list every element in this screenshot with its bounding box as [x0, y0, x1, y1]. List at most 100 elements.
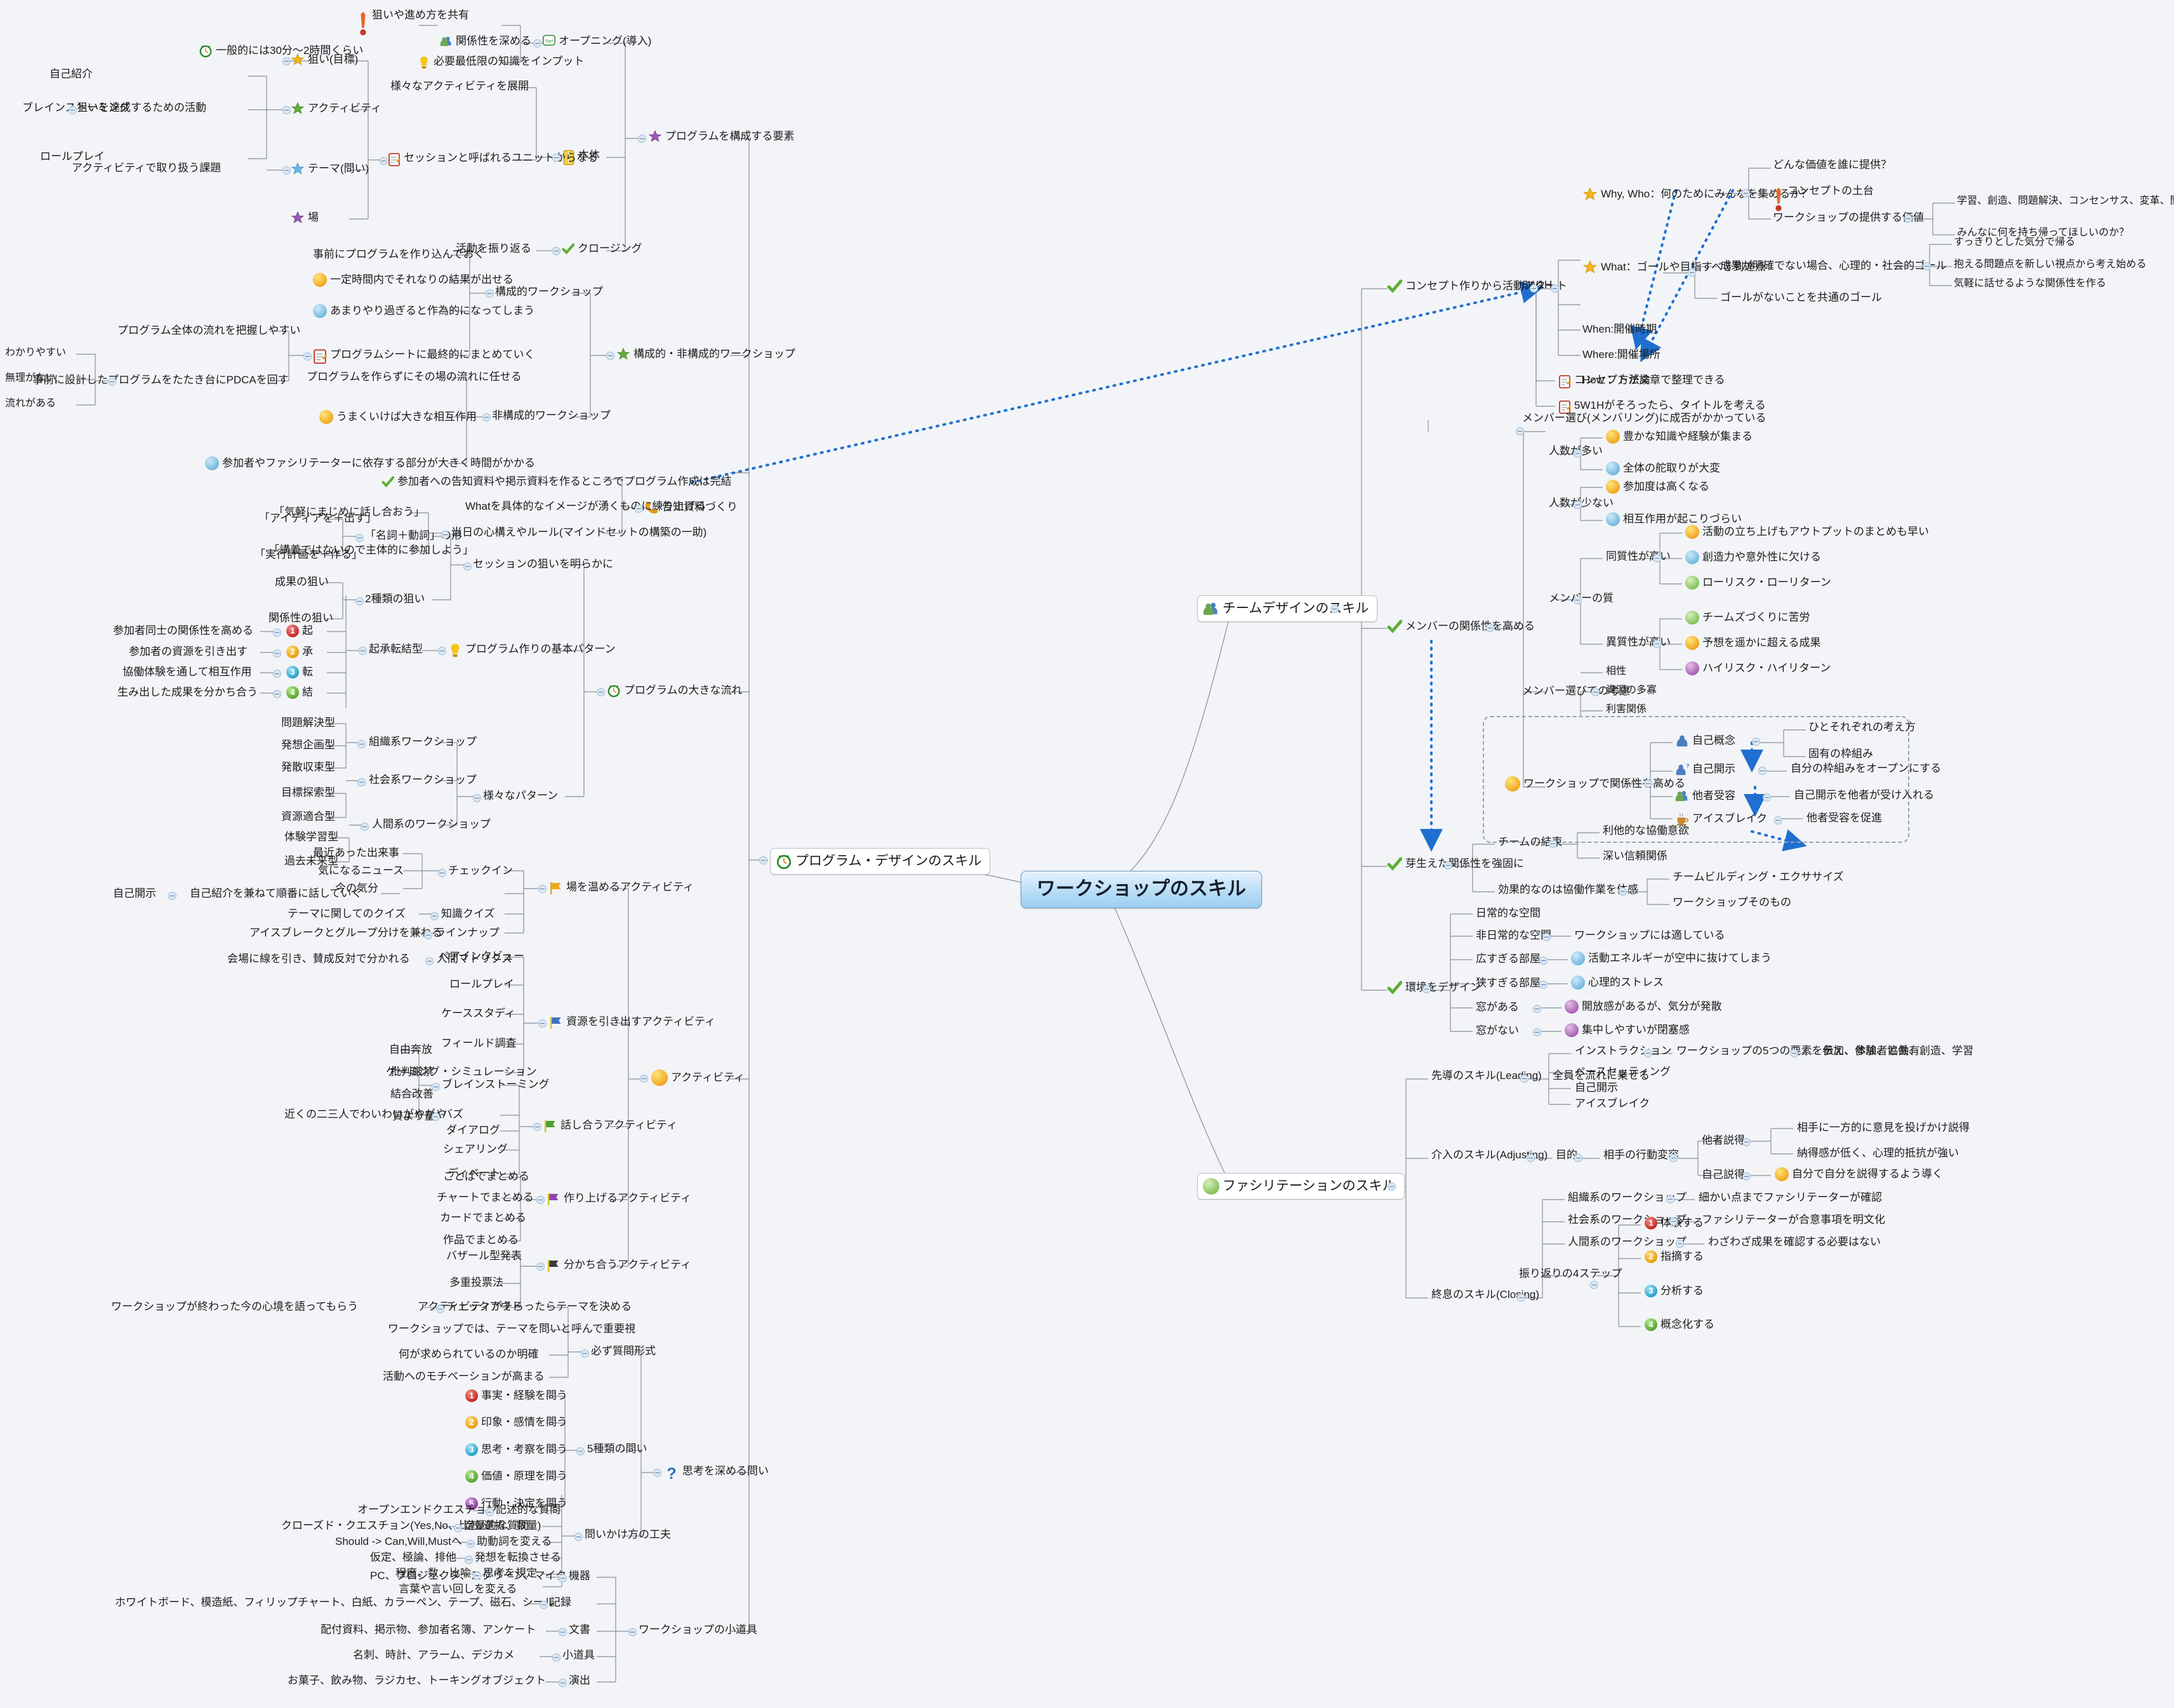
node-recent-event[interactable]: 最近あった出来事	[311, 846, 401, 860]
node-announcement-complete[interactable]: 参加者への告知資料や掲示資料を作るところでプログラム作成は完結	[380, 475, 734, 489]
node-basic-pattern[interactable]: プログラム作りの基本パターン	[446, 642, 618, 658]
node-concept-written[interactable]: コンセプトが文章で整理できる	[1556, 373, 1727, 388]
toggle-flow[interactable]	[597, 688, 605, 696]
node-assumption-extreme[interactable]: 仮定、極論、排他	[368, 1551, 458, 1565]
node-result-in-time[interactable]: 一定時間内でそれなりの結果が出せる	[311, 272, 515, 288]
node-question-techniques[interactable]: 問いかけ方の工夫	[583, 1528, 673, 1542]
node-various-activities[interactable]: 様々なアクティビティを展開	[388, 79, 531, 93]
node-kishotenketsu[interactable]: 起承転結型	[367, 642, 425, 656]
toggle-sho[interactable]	[273, 649, 281, 658]
node-purpose[interactable]: 目的	[1554, 1148, 1579, 1162]
node-team-cohesion[interactable]: チームの結束	[1496, 835, 1565, 849]
node-activity-element[interactable]: アクティビティ	[289, 101, 383, 116]
node-deep-trust[interactable]: 深い信頼関係	[1601, 849, 1669, 863]
node-relation-aim[interactable]: 関係性の狙い	[267, 611, 335, 625]
node-human-ws[interactable]: 人間系のワークショップ	[370, 818, 493, 831]
node-main-body[interactable]: 本体	[560, 149, 602, 166]
toggle-ws-relations[interactable]	[1644, 779, 1652, 788]
node-must-question-form[interactable]: 必ず質問形式	[589, 1344, 658, 1358]
toggle-two-aims[interactable]	[355, 597, 364, 606]
node-change-wording[interactable]: 言葉や言い回しを変える	[397, 1582, 519, 1596]
toggle-org-ws[interactable]	[357, 740, 366, 748]
toggle-ws-value[interactable]	[1904, 215, 1912, 223]
node-tools[interactable]: ワークショップの小道具	[637, 1623, 759, 1637]
toggle-descriptive[interactable]	[486, 1508, 494, 1516]
toggle-team-design[interactable]	[1330, 605, 1339, 613]
node-duration[interactable]: 一般的には30分～2時間くらい	[197, 43, 365, 58]
toggle-resource-activity[interactable]	[538, 1019, 547, 1028]
node-open-ended[interactable]: オープンエンドクエスチョン	[355, 1503, 499, 1517]
toggle-brainstorming[interactable]	[432, 1083, 440, 1091]
toggle-quantitative[interactable]	[454, 1524, 462, 1532]
toggle-membering[interactable]	[1516, 427, 1524, 435]
node-self-disclosure-3[interactable]: 自己開示	[1573, 1081, 1620, 1095]
toggle-human-ws[interactable]	[361, 823, 369, 831]
node-prebuilt-program[interactable]: 事前にプログラムを作り込んでおく	[311, 248, 487, 261]
toggle-create-activity[interactable]	[536, 1196, 545, 1204]
node-psych-social-goal[interactable]: 成果が明確でない場合、心理的・社会的ゴール	[1718, 259, 1949, 273]
node-no-window[interactable]: 窓がない	[1474, 1024, 1521, 1038]
node-lineup[interactable]: ラインナップ	[433, 926, 501, 940]
node-gaming-sim[interactable]: ゲーミング・シミュレーション	[384, 1065, 538, 1079]
node-what-value[interactable]: どんな価値を誰に提供？	[1771, 158, 1893, 172]
toggle-activities[interactable]	[640, 1075, 648, 1083]
node-where[interactable]: Where:開催場所	[1581, 348, 1662, 362]
node-open-framework[interactable]: 自分の枠組みをオープンにする	[1789, 762, 1943, 776]
toggle-icebreak[interactable]	[1774, 816, 1782, 824]
node-degree-number-metaphor[interactable]: 程度、数、比喩	[394, 1566, 473, 1580]
node-record[interactable]: 記録	[548, 1596, 573, 1610]
toggle-record[interactable]	[540, 1601, 548, 1609]
node-interest-relations[interactable]: 利害関係	[1604, 703, 1648, 716]
node-too-artificial[interactable]: あまりやり過ぎると作為的になってしまう	[311, 303, 536, 319]
node-program-elements[interactable]: プログラムを構成する要素	[646, 129, 797, 144]
toggle-question-form[interactable]	[581, 1349, 589, 1358]
toggle-ten[interactable]	[273, 670, 281, 678]
toggle-mindset[interactable]	[441, 531, 449, 539]
node-focus-but-closed[interactable]: 集中しやすいが閉塞感	[1563, 1023, 1692, 1038]
node-various-patterns[interactable]: 様々なパターン	[481, 789, 560, 803]
node-guide-self-persuade[interactable]: 自分で自分を説得するよう導く	[1773, 1167, 1945, 1182]
node-documents-items[interactable]: 配付資料、掲示物、参加者名簿、アンケート	[319, 1623, 538, 1637]
node-roleplay-2[interactable]: ロールプレイ	[447, 977, 516, 991]
toggle-social-ws[interactable]	[357, 778, 366, 786]
toggle-tools[interactable]	[628, 1628, 637, 1636]
toggle-closing[interactable]	[1517, 1294, 1525, 1302]
node-resource-amount[interactable]: 資源の多寡	[1604, 684, 1659, 697]
node-daily-space[interactable]: 日常的な空間	[1474, 906, 1542, 920]
toggle-environment[interactable]	[1422, 985, 1431, 993]
toggle-self-concept[interactable]	[1752, 738, 1760, 746]
toggle-self-disclosure[interactable]	[1758, 767, 1766, 775]
toggle-psych-goal[interactable]	[1923, 262, 1931, 270]
node-self-disclosure-1[interactable]: 自己開示	[111, 887, 158, 901]
toggle-theme-el[interactable]	[282, 166, 291, 175]
toggle-few[interactable]	[1574, 501, 1582, 509]
node-big-interaction[interactable]: うまくいけば大きな相互作用	[317, 409, 479, 425]
node-effective-collab[interactable]: 効果的なのは協働作業を体感	[1496, 883, 1640, 897]
node-human-matrix[interactable]: 人間マトリクス	[435, 952, 514, 966]
toggle-shift[interactable]	[465, 1556, 473, 1564]
node-record-items[interactable]: ホワイトボード、模造紙、フィリップチャート、白紙、カラーペン、テープ、磁石、シー…	[113, 1596, 557, 1610]
node-problem-solving[interactable]: 問題解決型	[279, 716, 337, 730]
node-five-questions[interactable]: 5種類の問い	[585, 1442, 649, 1456]
node-diverge-converge[interactable]: 発散収束型	[279, 760, 337, 774]
node-two-aims[interactable]: 2種類の狙い	[363, 592, 427, 606]
node-value-list[interactable]: 学習、創造、問題解決、コンセンサス、変革、関係・・・	[1955, 195, 2174, 208]
node-structured-unstructured[interactable]: 構成的・非構成的ワークショップ	[614, 347, 797, 362]
node-plan-make[interactable]: 「実行計画を＋作る」	[253, 548, 364, 562]
toggle-aim[interactable]	[282, 57, 291, 65]
node-pair-interview[interactable]: ペアインタビュー	[437, 950, 526, 963]
toggle-consideration[interactable]	[1591, 688, 1600, 696]
node-think-title[interactable]: 5W1Hがそろったら、タイトルを考える	[1556, 399, 1768, 414]
toggle-what-goal[interactable]	[1688, 268, 1696, 277]
node-each-thinking[interactable]: ひとそれぞれの考え方	[1806, 720, 1918, 734]
node-step-point-out[interactable]: 2 指摘する	[1643, 1250, 1706, 1264]
node-easy-understand[interactable]: わかりやすい	[3, 347, 68, 359]
branch-team-design[interactable]: チームデザインのスキル	[1197, 595, 1378, 622]
node-low-acceptance[interactable]: 納得感が低く、心理的抵抗が強い	[1795, 1146, 1961, 1160]
node-define-thinking[interactable]: 思考を規定	[481, 1566, 539, 1580]
node-shift-thinking[interactable]: 発想を転換させる	[473, 1551, 563, 1565]
toggle-self-disclosure-a[interactable]	[168, 892, 176, 900]
node-casual-serious[interactable]: 「気軽にまじめに話し合おう」	[272, 505, 427, 519]
node-announcement[interactable]: 告知資料づくり	[643, 500, 739, 515]
toggle-heterogeneity[interactable]	[1653, 640, 1661, 648]
